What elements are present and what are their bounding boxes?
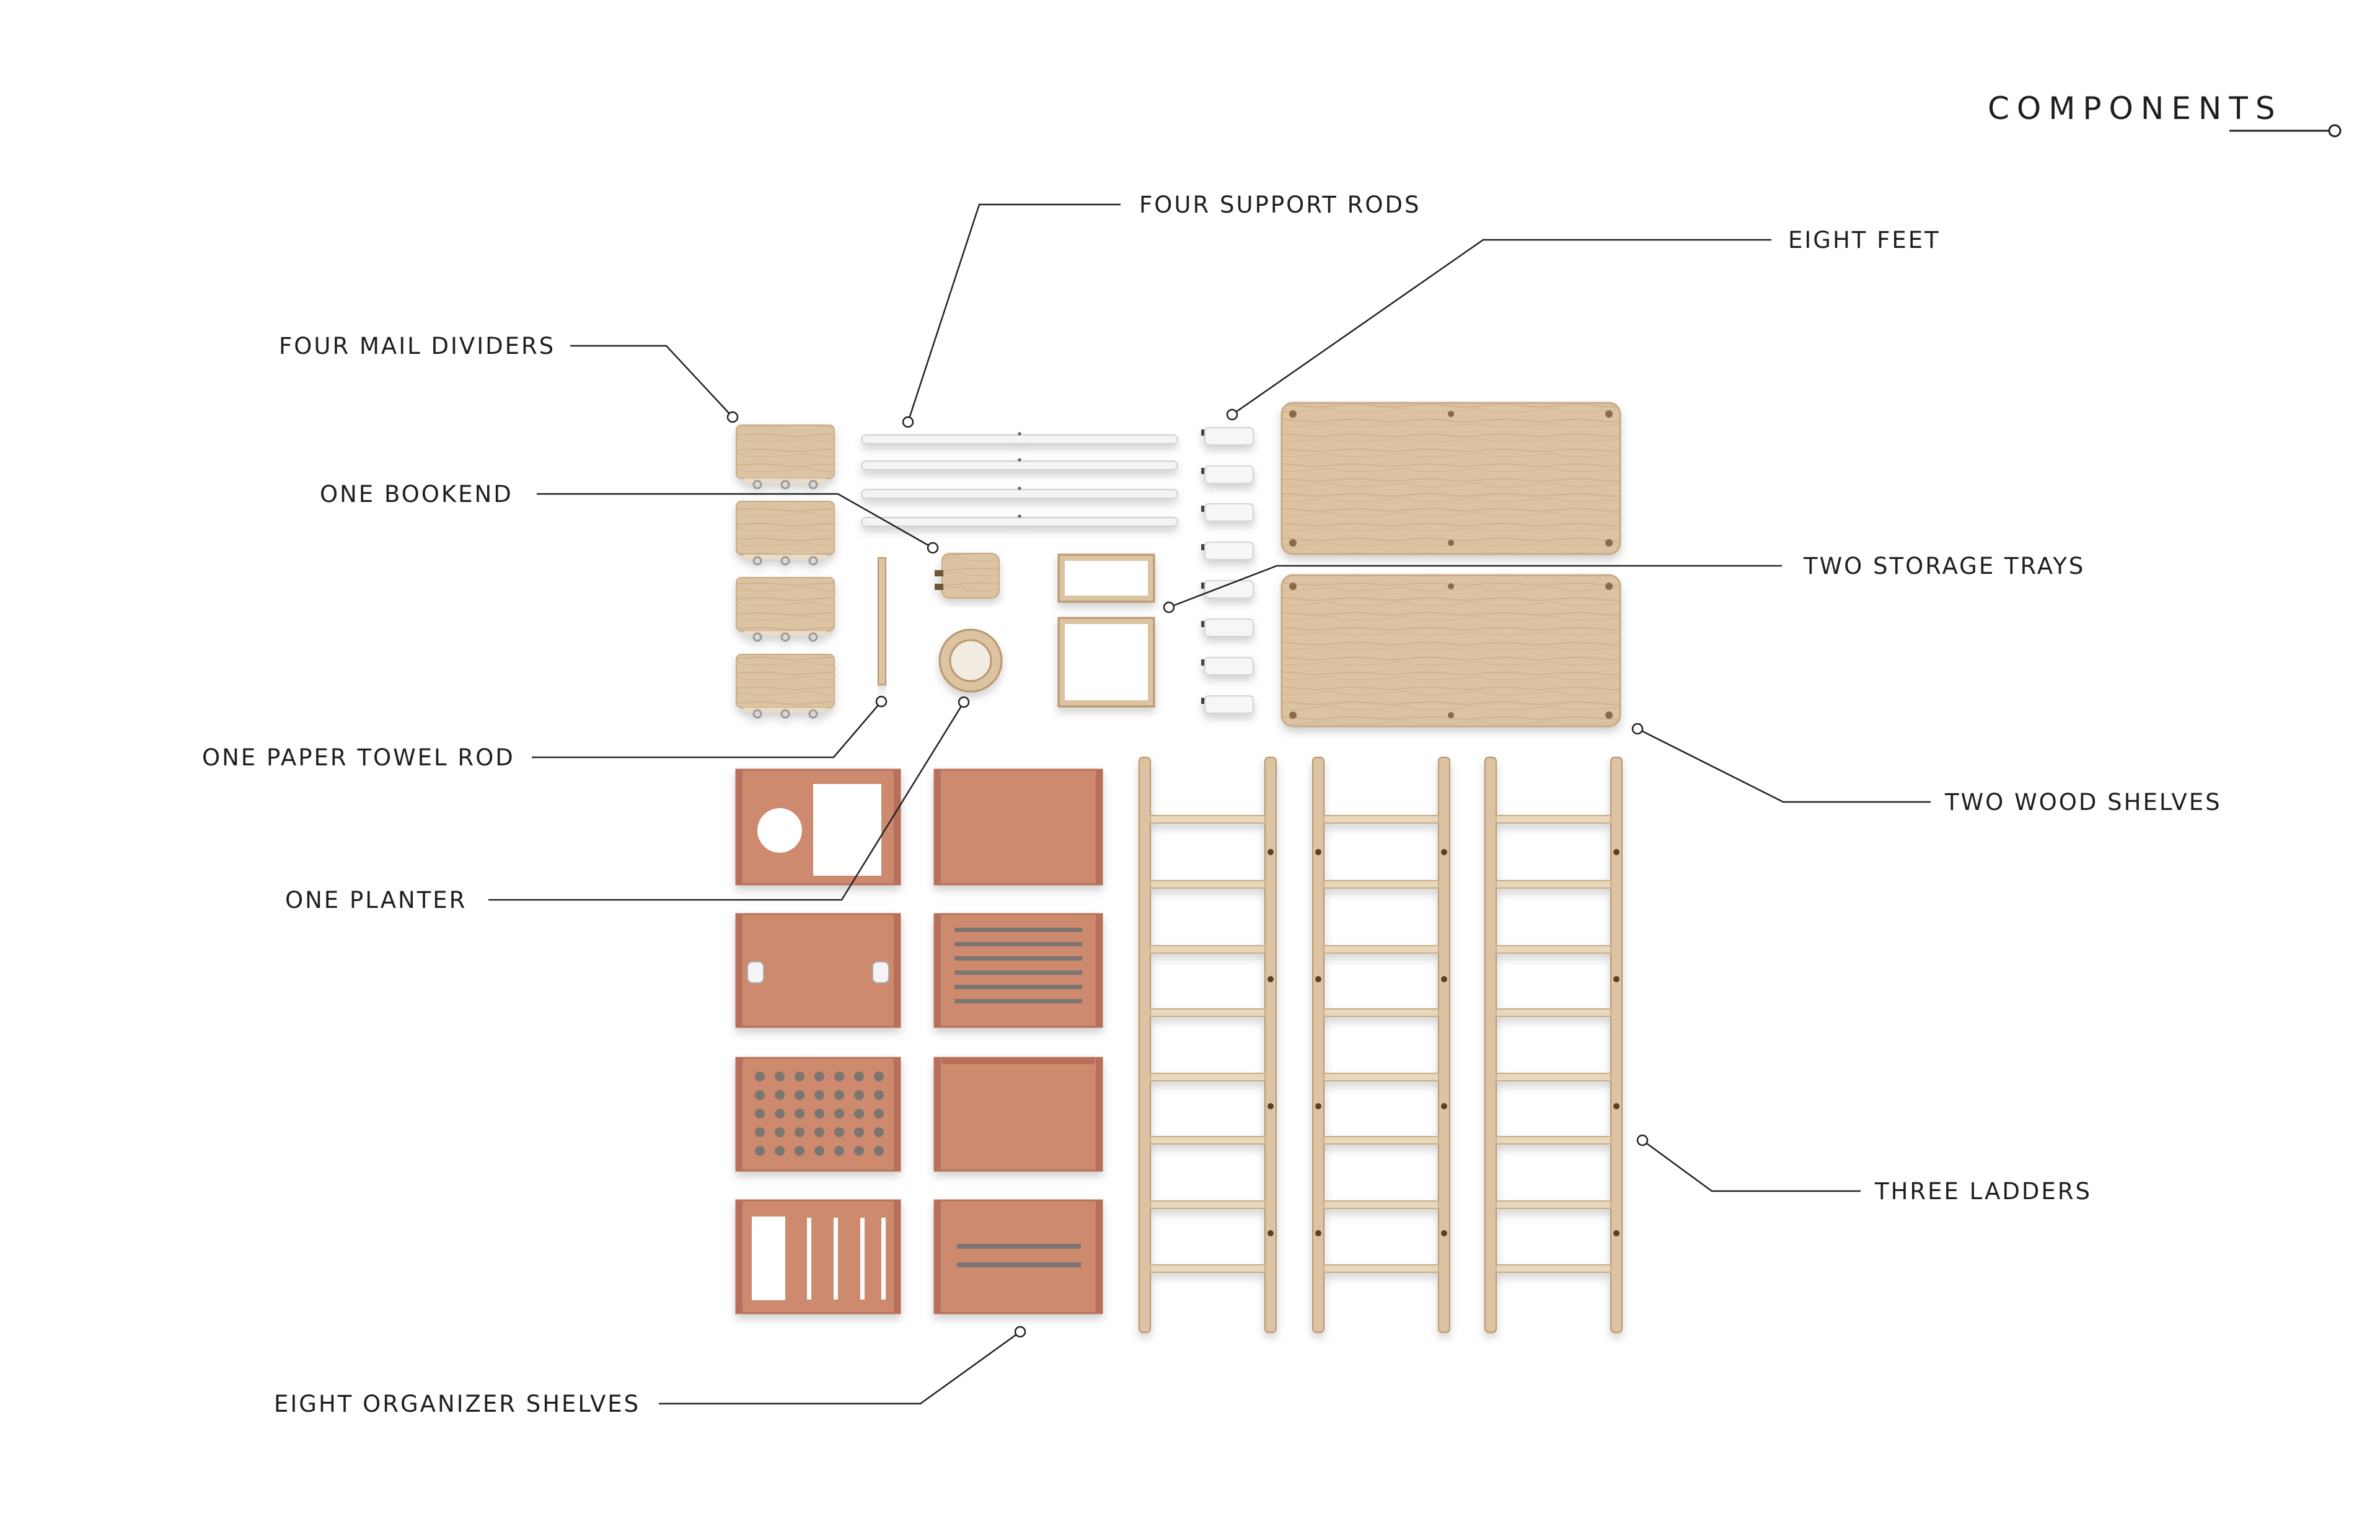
leader-four-mail-dividers bbox=[570, 345, 733, 418]
foot bbox=[1201, 657, 1254, 675]
ladder bbox=[1484, 757, 1623, 1333]
label-eight-feet: EIGHT FEET bbox=[1788, 227, 1941, 253]
support-rod bbox=[861, 517, 1178, 527]
leader-eight-organizer-shelves bbox=[659, 1331, 1021, 1405]
mail-divider bbox=[736, 425, 835, 490]
label-one-bookend: ONE BOOKEND bbox=[320, 481, 513, 508]
storage-tray bbox=[1057, 617, 1155, 708]
feet bbox=[1201, 427, 1254, 714]
leader-two-storage-trays bbox=[1168, 565, 1782, 609]
wood-shelf bbox=[1280, 402, 1621, 555]
foot bbox=[1201, 695, 1254, 714]
foot bbox=[1201, 503, 1254, 522]
storage-trays bbox=[1057, 553, 1155, 708]
label-two-wood-shelves: TWO WOOD SHELVES bbox=[1945, 789, 2222, 816]
ladder bbox=[1312, 757, 1450, 1333]
organizer-shelf bbox=[933, 1199, 1103, 1314]
leader-one-bookend bbox=[537, 493, 933, 549]
foot bbox=[1201, 618, 1254, 637]
support-rod bbox=[861, 434, 1178, 444]
leader-eight-feet bbox=[1232, 239, 1771, 416]
mail-divider bbox=[736, 654, 835, 719]
paper-towel-rod bbox=[878, 557, 886, 685]
wood-shelf bbox=[1280, 574, 1621, 728]
label-one-planter: ONE PLANTER bbox=[285, 887, 467, 913]
ladders bbox=[1139, 757, 1623, 1333]
organizer-shelf bbox=[735, 913, 901, 1028]
ladder bbox=[1139, 757, 1277, 1333]
foot bbox=[1201, 542, 1254, 560]
leader-four-support-rods bbox=[907, 203, 1121, 423]
page-title: COMPONENTS bbox=[1988, 90, 2283, 126]
storage-tray bbox=[1057, 553, 1155, 603]
label-two-storage-trays: TWO STORAGE TRAYS bbox=[1804, 553, 2086, 579]
leader-lines bbox=[488, 203, 1931, 1405]
mail-divider bbox=[736, 501, 835, 566]
label-eight-organizer-shelves: EIGHT ORGANIZER SHELVES bbox=[274, 1391, 641, 1417]
label-four-support-rods: FOUR SUPPORT RODS bbox=[1139, 191, 1421, 218]
foot bbox=[1201, 427, 1254, 446]
support-rod bbox=[861, 489, 1178, 499]
organizer-shelf bbox=[933, 768, 1103, 886]
planter bbox=[938, 628, 1003, 693]
foot bbox=[1201, 465, 1254, 484]
organizer-shelf bbox=[735, 1057, 901, 1172]
organizer-shelves bbox=[735, 768, 1103, 1314]
support-rod bbox=[861, 460, 1178, 470]
leader-one-paper-towel-rod bbox=[532, 701, 882, 759]
bookend bbox=[935, 553, 1000, 599]
foot bbox=[1201, 580, 1254, 599]
label-three-ladders: THREE LADDERS bbox=[1875, 1178, 2092, 1205]
wood-shelves bbox=[1280, 402, 1621, 728]
leader-three-ladders bbox=[1642, 1139, 1861, 1192]
label-one-paper-towel-rod: ONE PAPER TOWEL ROD bbox=[202, 744, 515, 771]
leader-two-wood-shelves bbox=[1637, 728, 1931, 803]
organizer-shelf bbox=[933, 1057, 1103, 1172]
leader-one-planter bbox=[488, 702, 965, 901]
organizer-shelf bbox=[735, 1199, 901, 1314]
label-four-mail-dividers: FOUR MAIL DIVIDERS bbox=[279, 333, 556, 359]
mail-dividers bbox=[736, 425, 835, 719]
support-rods bbox=[861, 432, 1178, 527]
title-underline bbox=[2229, 124, 2342, 138]
mail-divider bbox=[736, 577, 835, 642]
organizer-shelf bbox=[735, 768, 901, 886]
organizer-shelf bbox=[933, 913, 1103, 1028]
